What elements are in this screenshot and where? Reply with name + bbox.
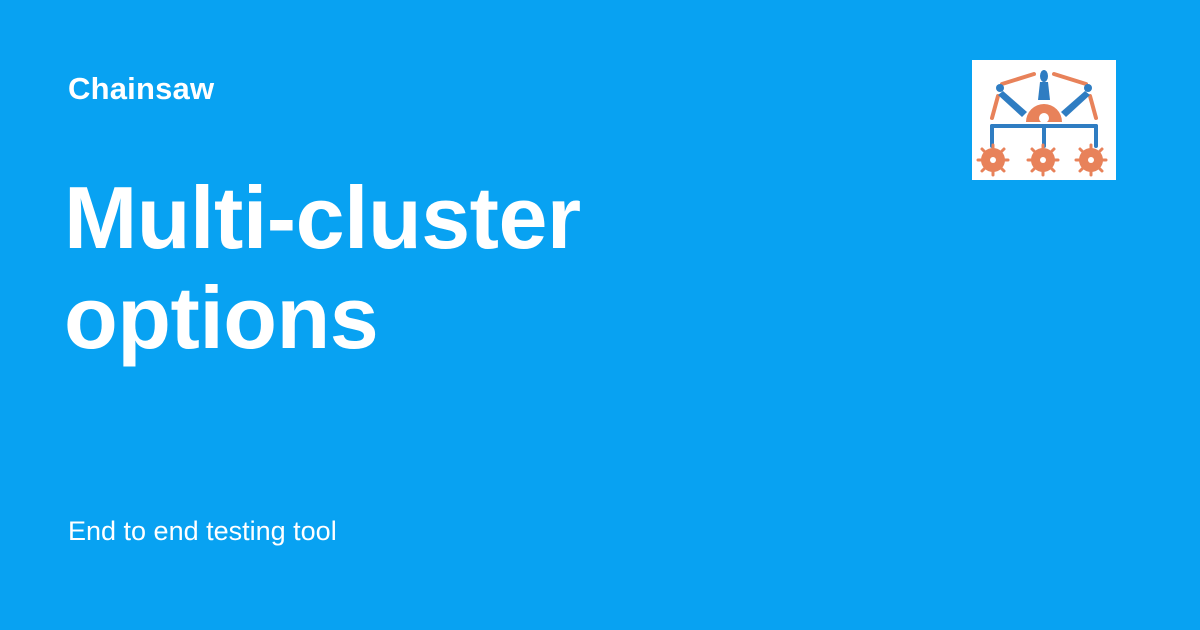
tagline: End to end testing tool bbox=[68, 516, 337, 546]
page-title: Multi-cluster options bbox=[64, 168, 581, 367]
site-name: Chainsaw bbox=[68, 71, 215, 106]
chainsaw-logo-icon bbox=[972, 60, 1116, 180]
